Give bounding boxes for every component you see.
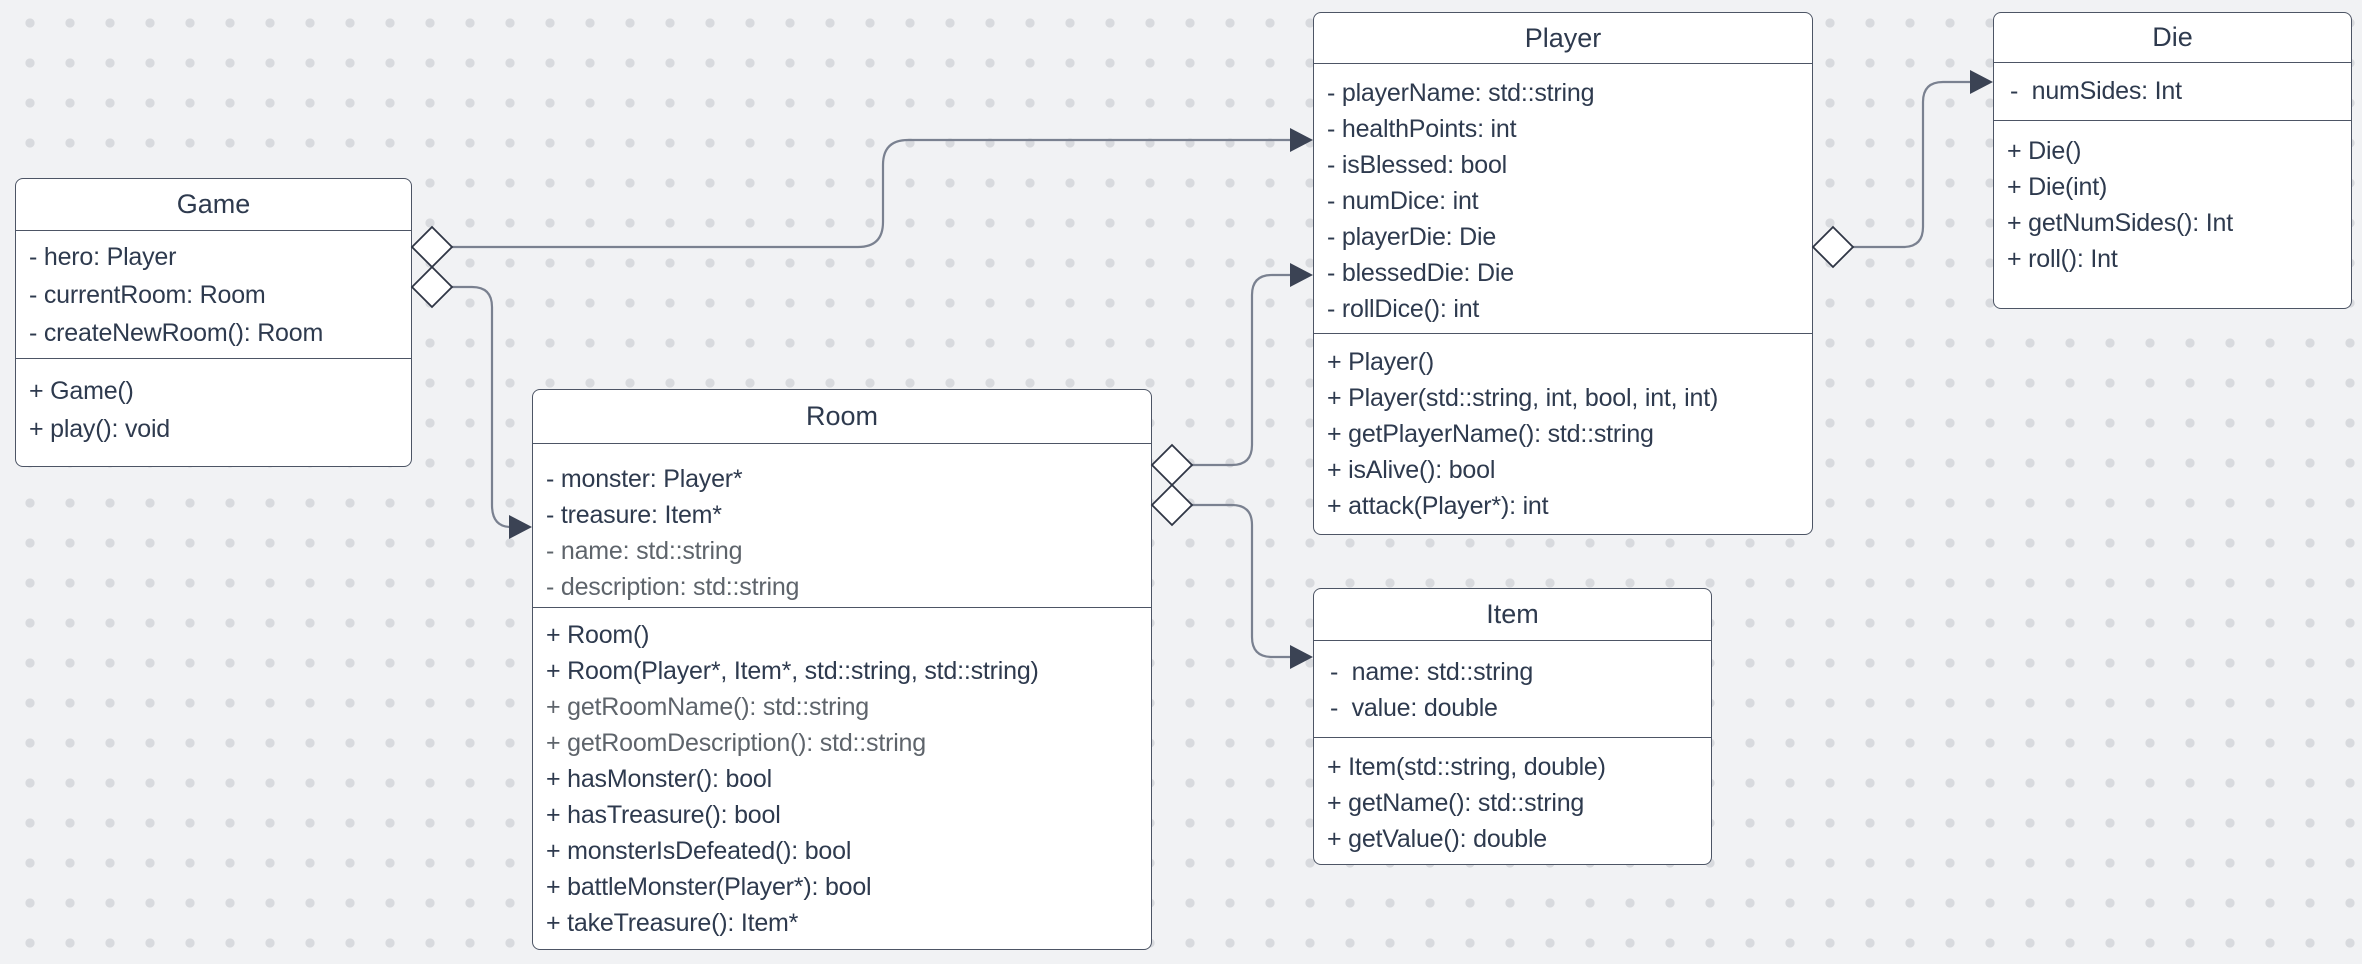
method: + battleMonster(Player*): bool: [546, 873, 872, 901]
method: + monsterIsDefeated(): bool: [546, 837, 852, 865]
connector-line: [452, 138, 1292, 249]
attribute: - treasure: Item*: [546, 501, 722, 529]
connector-line: [452, 285, 512, 529]
method: + isAlive(): bool: [1327, 456, 1496, 484]
method: + getNumSides(): Int: [2007, 209, 2233, 237]
attribute: - numSides: Int: [2010, 77, 2182, 105]
class-title-item: Item: [1314, 589, 1711, 641]
method: + Room(Player*, Item*, std::string, std:…: [546, 657, 1039, 685]
attribute: - name: std::string: [1330, 658, 1534, 686]
method: + Item(std::string, double): [1327, 753, 1606, 781]
aggregation-diamond-game-room-icon[interactable]: [410, 265, 454, 309]
class-title-die: Die: [1994, 13, 2351, 63]
connector-game-room[interactable]: [452, 285, 532, 539]
arrowhead-icon: [1290, 645, 1313, 669]
game-attributes-section: - hero: Player - currentRoom: Room - cre…: [16, 231, 411, 359]
attribute: - name: std::string: [546, 537, 743, 565]
attribute: - monster: Player*: [546, 465, 743, 493]
connector-game-player[interactable]: [452, 128, 1313, 249]
attribute: - currentRoom: Room: [29, 281, 266, 309]
connector-line: [1192, 273, 1292, 467]
method: + getPlayerName(): std::string: [1327, 420, 1654, 448]
arrowhead-icon: [509, 515, 532, 539]
class-box-player[interactable]: Player - playerName: std::string - healt…: [1313, 12, 1813, 535]
aggregation-diamond-room-player-icon[interactable]: [1150, 443, 1194, 487]
arrowhead-icon: [1970, 70, 1993, 94]
method: + takeTreasure(): Item*: [546, 909, 799, 937]
class-box-die[interactable]: Die - numSides: Int + Die() + Die(int) +…: [1993, 12, 2352, 309]
method: + attack(Player*): int: [1327, 492, 1549, 520]
aggregation-diamond-game-player-icon[interactable]: [410, 225, 454, 269]
class-title-game: Game: [16, 179, 411, 231]
attribute: - playerDie: Die: [1327, 223, 1497, 251]
method: + getRoomDescription(): std::string: [546, 729, 926, 757]
game-methods-section: + Game() + play(): void: [16, 359, 411, 466]
class-box-game[interactable]: Game - hero: Player - currentRoom: Room …: [15, 178, 412, 467]
method: + getRoomName(): std::string: [546, 693, 869, 721]
room-attributes-section: - monster: Player* - treasure: Item* - n…: [533, 444, 1151, 608]
method: + Die(int): [2007, 173, 2108, 201]
attribute: - hero: Player: [29, 243, 177, 271]
arrowhead-icon: [1290, 263, 1313, 287]
method: + Player(std::string, int, bool, int, in…: [1327, 384, 1719, 412]
player-methods-section: + Player() + Player(std::string, int, bo…: [1314, 334, 1812, 534]
attribute: - healthPoints: int: [1327, 115, 1517, 143]
class-box-item[interactable]: Item - name: std::string - value: double…: [1313, 588, 1712, 865]
class-box-room[interactable]: Room - monster: Player* - treasure: Item…: [532, 389, 1152, 950]
class-title-player: Player: [1314, 13, 1812, 64]
attribute: - value: double: [1330, 694, 1498, 722]
player-attributes-section: - playerName: std::string - healthPoints…: [1314, 64, 1812, 334]
die-methods-section: + Die() + Die(int) + getNumSides(): Int …: [1994, 121, 2351, 308]
connector-line: [1192, 503, 1292, 659]
connector-room-player[interactable]: [1192, 263, 1313, 467]
method: + play(): void: [29, 415, 171, 443]
method: + getValue(): double: [1327, 825, 1547, 853]
room-methods-section: + Room() + Room(Player*, Item*, std::str…: [533, 608, 1151, 949]
method: + roll(): Int: [2007, 245, 2118, 273]
attribute: - numDice: int: [1327, 187, 1479, 215]
die-attributes-section: - numSides: Int: [1994, 63, 2351, 121]
class-title-room: Room: [533, 390, 1151, 444]
item-methods-section: + Item(std::string, double) + getName():…: [1314, 738, 1711, 864]
method: + Player(): [1327, 348, 1435, 376]
method: + getName(): std::string: [1327, 789, 1585, 817]
connector-room-item[interactable]: [1192, 503, 1313, 669]
aggregation-diamond-player-die-icon[interactable]: [1811, 225, 1855, 269]
connector-line: [1853, 80, 1972, 249]
attribute: - isBlessed: bool: [1327, 151, 1508, 179]
method: + Die(): [2007, 137, 2082, 165]
attribute: - description: std::string: [546, 573, 800, 601]
arrowhead-icon: [1290, 128, 1313, 152]
method: + Game(): [29, 377, 134, 405]
attribute: - blessedDie: Die: [1327, 259, 1514, 287]
method: + Room(): [546, 621, 650, 649]
attribute: - rollDice(): int: [1327, 295, 1480, 323]
attribute: - createNewRoom(): Room: [29, 319, 324, 347]
attribute: - playerName: std::string: [1327, 79, 1595, 107]
item-attributes-section: - name: std::string - value: double: [1314, 641, 1711, 738]
aggregation-diamond-room-item-icon[interactable]: [1150, 483, 1194, 527]
connector-player-die[interactable]: [1853, 70, 1993, 249]
method: + hasMonster(): bool: [546, 765, 772, 793]
method: + hasTreasure(): bool: [546, 801, 781, 829]
